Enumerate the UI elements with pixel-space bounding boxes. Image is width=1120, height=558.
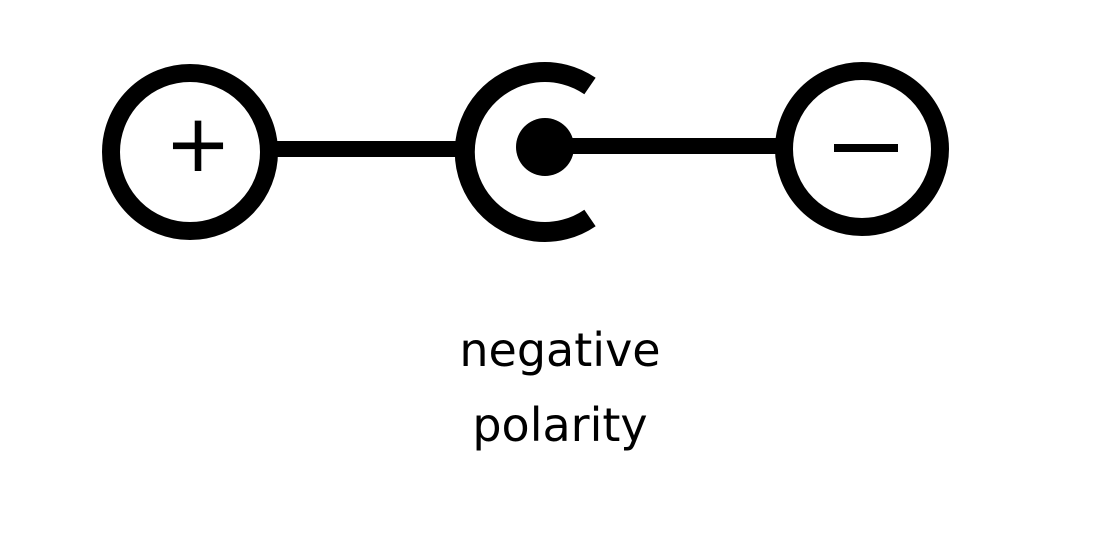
center-pin-dot: [516, 118, 574, 176]
negative-terminal: [775, 62, 949, 236]
barrel-sleeve-arc: [454, 62, 596, 242]
positive-symbol: +: [164, 97, 231, 190]
negative-symbol: [834, 144, 898, 152]
barrel-plug-symbol: [454, 62, 596, 242]
negative-terminal-circle: [775, 62, 949, 236]
positive-terminal: +: [102, 64, 278, 240]
left-wire: [270, 141, 460, 157]
positive-terminal-circle: [102, 64, 278, 240]
right-wire: [555, 138, 785, 154]
caption-line-polarity: polarity: [472, 398, 648, 452]
caption-line-negative: negative: [459, 323, 661, 377]
